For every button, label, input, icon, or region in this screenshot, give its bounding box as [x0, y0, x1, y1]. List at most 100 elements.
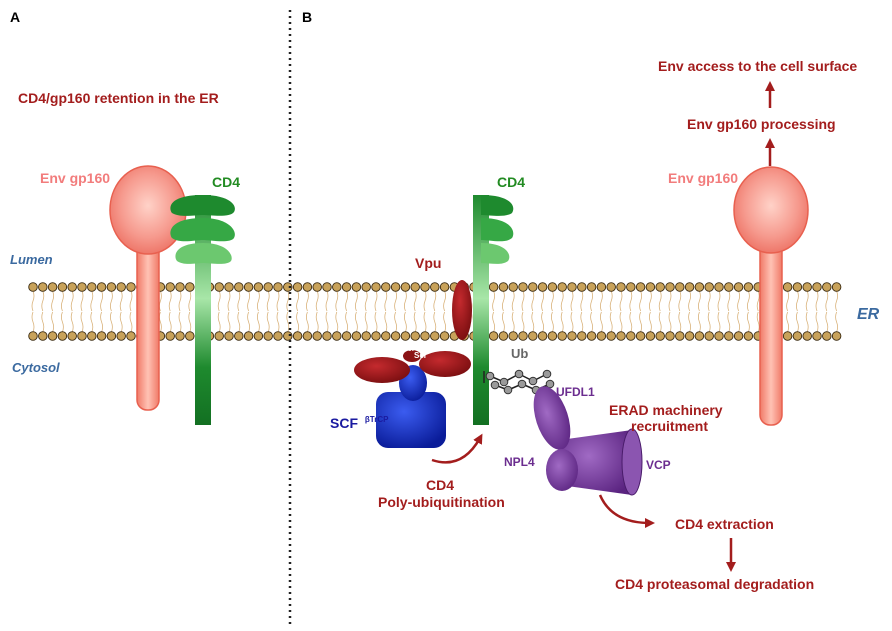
lipid-tail — [747, 290, 750, 312]
lipid-tail — [306, 311, 309, 333]
vcp-label: VCP — [646, 458, 671, 472]
lipid-tail — [296, 290, 299, 312]
lipid-tail — [257, 311, 260, 333]
lipid-head — [57, 331, 68, 341]
lipid-tail — [531, 311, 535, 333]
lipid-tail — [178, 290, 182, 312]
lipid-tail — [668, 311, 672, 333]
lipid-head — [224, 331, 234, 341]
lipid-tail — [168, 290, 172, 312]
lipid-tail — [413, 311, 417, 333]
lipid-tail — [492, 290, 495, 312]
lipid-tail — [51, 290, 54, 312]
npl4-label: NPL4 — [504, 455, 535, 469]
lipid-head — [439, 331, 450, 341]
lipid-head — [694, 331, 705, 341]
lipid-head — [567, 282, 577, 292]
lipid-head — [361, 282, 371, 292]
lipid-tail — [796, 290, 799, 312]
lipid-tail — [423, 311, 427, 333]
lipid-tail — [110, 290, 113, 312]
lipid-tail — [315, 290, 319, 312]
lipid-head — [822, 282, 832, 292]
lipid-tail — [266, 311, 270, 333]
lipid-head — [626, 331, 636, 341]
lipid-tail — [658, 311, 662, 333]
lipid-tail — [266, 290, 270, 312]
lipid-tail — [70, 290, 74, 312]
ubiquitin-bead — [490, 380, 500, 390]
lipid-head — [390, 331, 401, 341]
ser-label-2: Ser — [414, 351, 427, 360]
lipid-head — [596, 282, 607, 292]
env-gp160-label-b: Env gp160 — [668, 170, 739, 186]
lipid-head — [743, 331, 754, 341]
lipid-head — [812, 331, 822, 341]
lipid-head — [400, 282, 411, 292]
lipid-tail — [541, 290, 544, 312]
scf-superscript: βTrCP — [364, 415, 389, 424]
lipid-head — [38, 282, 48, 292]
lipid-tail — [119, 311, 123, 333]
lipid-tail — [188, 311, 192, 333]
lipid-head — [508, 331, 518, 341]
lipid-head — [214, 331, 224, 341]
lipid-head — [312, 331, 322, 341]
lipid-head — [116, 331, 126, 341]
panel-label-b: B — [302, 9, 313, 25]
lipid-tail — [688, 311, 691, 333]
lipid-tail — [31, 290, 35, 312]
env-gp160-lollipop-b — [733, 166, 809, 426]
lipid-tail — [335, 311, 339, 333]
ubiquitin-bead — [542, 369, 552, 379]
ubiquitin-bead — [545, 379, 555, 389]
lipid-tail — [90, 290, 94, 312]
lipid-head — [253, 331, 264, 341]
lipid-head — [175, 331, 185, 341]
lipid-head — [332, 331, 342, 341]
lipid-tail — [217, 311, 221, 333]
arrow-extraction — [598, 494, 655, 528]
lipid-head — [528, 282, 538, 292]
lipid-tail — [315, 311, 319, 333]
lipid-tail — [168, 311, 172, 333]
lumen-label: Lumen — [10, 252, 53, 267]
ubiquitin-chain — [483, 369, 555, 395]
lipid-head — [792, 282, 803, 292]
lipid-head — [87, 282, 97, 292]
lipid-head — [283, 282, 293, 292]
lipid-tail — [80, 290, 84, 312]
lipid-tail — [364, 311, 368, 333]
lipid-tail — [737, 290, 740, 312]
lipid-head — [273, 282, 283, 292]
lipid-head — [635, 282, 646, 292]
poly-ub-label-1: CD4 — [426, 477, 455, 493]
lipid-head — [263, 282, 273, 292]
lipid-tail — [276, 290, 280, 312]
lipid-tail — [433, 290, 437, 312]
vpu-protein — [452, 280, 472, 340]
lipid-head — [381, 331, 391, 341]
lipid-tail — [717, 290, 721, 312]
lipid-tail — [658, 290, 662, 312]
lipid-tail — [786, 311, 789, 333]
lipid-head — [537, 282, 548, 292]
lipid-tail — [257, 290, 260, 312]
lipid-tail — [345, 311, 348, 333]
lipid-tail — [688, 290, 691, 312]
lipid-tail — [678, 290, 682, 312]
lipid-tail — [433, 311, 437, 333]
lipid-head — [684, 331, 695, 341]
scf-btrcp-complex — [354, 350, 471, 448]
lipid-head — [67, 282, 77, 292]
lipid-head — [67, 331, 77, 341]
lipid-head — [704, 331, 714, 341]
lipid-tail — [551, 311, 554, 333]
ub-label: Ub — [511, 346, 529, 361]
lipid-tail — [756, 290, 760, 312]
lipid-head — [626, 282, 636, 292]
lipid-head — [57, 282, 68, 292]
vpu-label: Vpu — [415, 255, 442, 271]
lipid-head — [606, 331, 616, 341]
scf-label: SCF βTrCP — [330, 415, 388, 431]
